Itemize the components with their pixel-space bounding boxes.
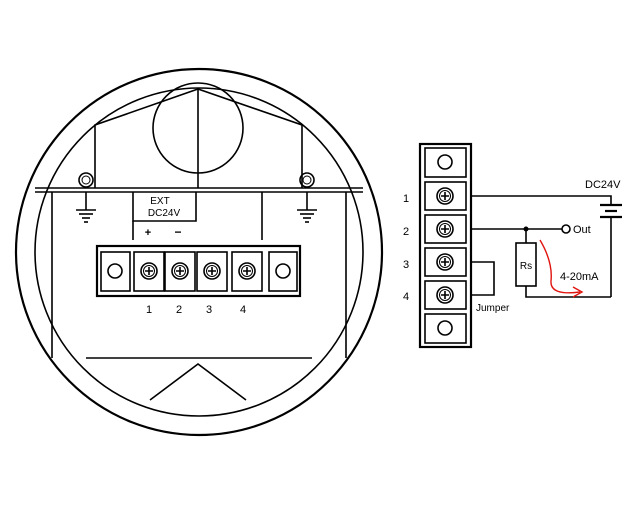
jumper-wire bbox=[471, 261, 495, 296]
strip-label-1: 1 bbox=[403, 193, 409, 205]
wiring-schematic: 1 2 3 4 DC24V Out Rs 4-20mA Jumper bbox=[403, 142, 622, 349]
housing-outer-ring bbox=[14, 67, 384, 437]
strip-label-4: 4 bbox=[403, 291, 409, 303]
supply-voltage-label: DC24V bbox=[585, 179, 621, 191]
battery-icon bbox=[600, 203, 622, 297]
terminal-strip bbox=[418, 142, 473, 349]
screw-terminal-right-2 bbox=[424, 214, 467, 244]
terminal-label-4: 4 bbox=[240, 304, 246, 316]
terminal-strip-bottom-cap bbox=[424, 313, 467, 344]
terminal-strip-top-cap bbox=[424, 147, 467, 178]
wire-terminal-1 bbox=[471, 195, 612, 205]
ground-icon-left bbox=[76, 209, 96, 223]
terminal-label-1: 1 bbox=[146, 304, 152, 316]
housing-inner-ring bbox=[34, 87, 364, 417]
plus-sign: + bbox=[145, 227, 151, 239]
resistor-label: Rs bbox=[520, 261, 532, 272]
terminal-end-left bbox=[100, 251, 131, 292]
terminal-block-left bbox=[95, 244, 302, 298]
ext-label: EXT bbox=[150, 196, 169, 207]
screw-terminal-right-3 bbox=[424, 247, 467, 277]
ground-icon-right bbox=[297, 209, 317, 223]
current-arrow-head bbox=[572, 286, 584, 298]
screw-terminal-left-2 bbox=[164, 251, 196, 292]
jumper-label: Jumper bbox=[476, 303, 510, 314]
dc-supply-label: DC24V bbox=[148, 208, 181, 219]
terminal-labels-right: 1 2 3 4 bbox=[403, 193, 409, 303]
ext-supply-box: EXT DC24V + − bbox=[132, 192, 263, 240]
sensor-window bbox=[152, 82, 244, 174]
screw-terminal-left-3 bbox=[196, 251, 228, 292]
current-flow-arrow bbox=[539, 239, 581, 294]
bottom-notch bbox=[149, 363, 247, 401]
strip-label-3: 3 bbox=[403, 259, 409, 271]
ground-screw-right bbox=[299, 172, 315, 210]
housing-top-view: EXT DC24V + − 1 2 3 4 bbox=[14, 67, 384, 437]
terminal-end-right bbox=[268, 251, 298, 292]
minus-sign: − bbox=[174, 225, 181, 239]
screw-terminal-right-1 bbox=[424, 181, 467, 211]
screw-terminal-left-4 bbox=[231, 251, 263, 292]
ground-screw-left bbox=[78, 172, 94, 210]
screw-terminal-right-4 bbox=[424, 280, 467, 310]
screw-terminal-left-1 bbox=[133, 251, 165, 292]
terminal-label-2: 2 bbox=[176, 304, 182, 316]
terminal-label-3: 3 bbox=[206, 304, 212, 316]
inner-compartment bbox=[51, 192, 347, 358]
current-range-label: 4-20mA bbox=[560, 271, 599, 283]
terminal-labels-left: 1 2 3 4 bbox=[146, 304, 246, 316]
output-label: Out bbox=[573, 224, 591, 236]
output-terminal-icon bbox=[561, 224, 571, 234]
strip-label-2: 2 bbox=[403, 226, 409, 238]
resistor-lead-bottom bbox=[525, 286, 611, 298]
